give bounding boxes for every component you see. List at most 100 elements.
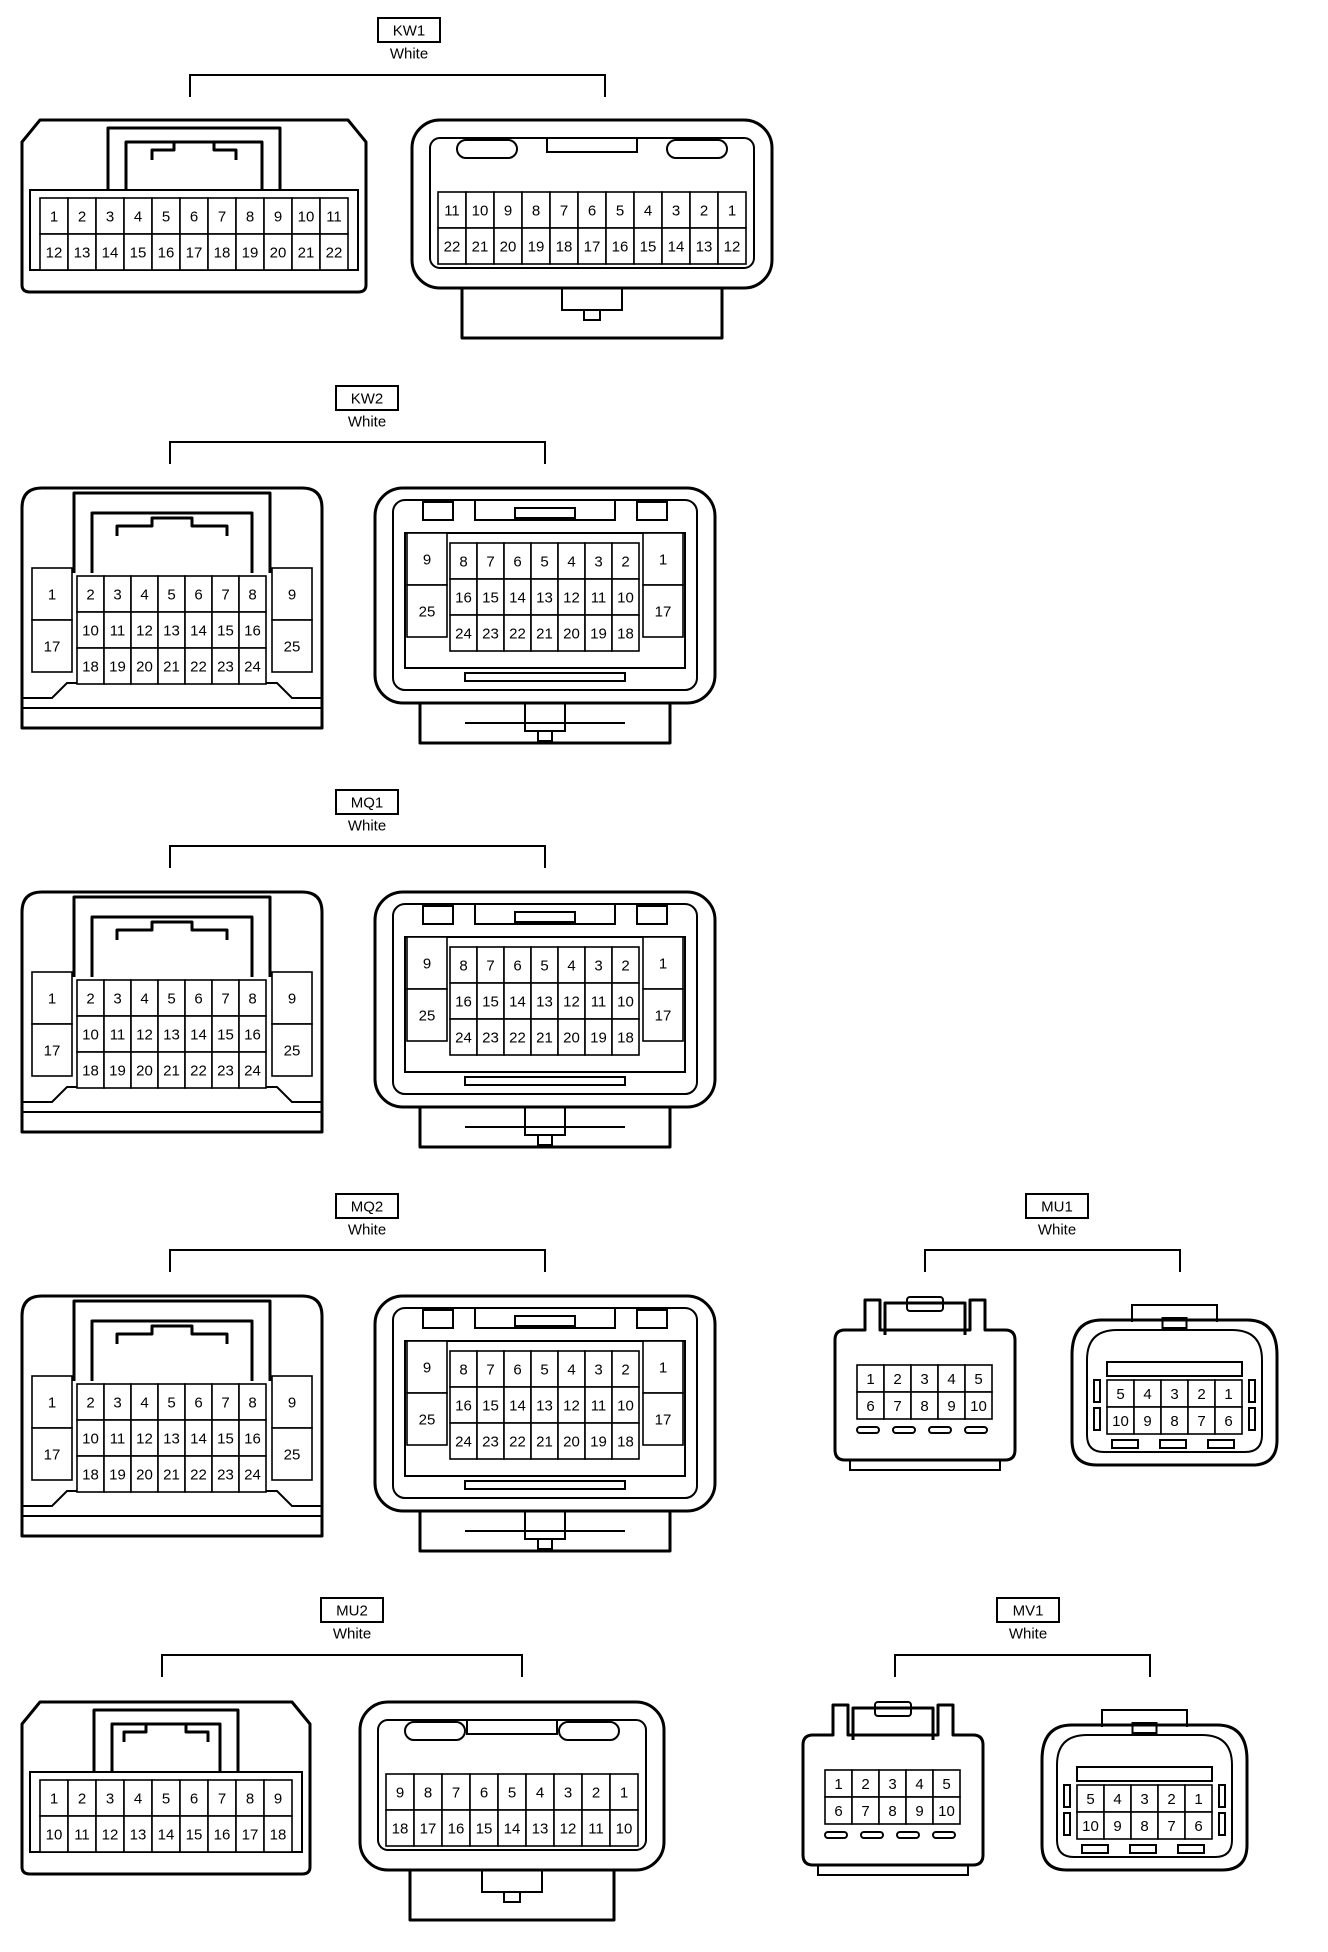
- pin-number: 13: [532, 1821, 549, 1838]
- pin-number: 8: [248, 587, 256, 604]
- pin-number: 3: [113, 1395, 121, 1412]
- pin-number: 9: [288, 991, 296, 1008]
- pin-number: 8: [1140, 1818, 1148, 1835]
- pin-number: 5: [167, 991, 175, 1008]
- connector-code: MQ1: [351, 795, 384, 812]
- pin-cell: [476, 1386, 505, 1424]
- pin-cell: [530, 578, 559, 616]
- pin-number: 15: [217, 1431, 234, 1448]
- pin-number: 15: [130, 245, 147, 262]
- pin-number: 18: [617, 1434, 634, 1451]
- pin-number: 24: [455, 1030, 472, 1047]
- pin-number: 6: [190, 1791, 198, 1808]
- pin-number: 17: [655, 604, 672, 621]
- pin-cell: [1130, 1811, 1159, 1840]
- pin-number: 19: [590, 1434, 607, 1451]
- connector-code-box: [320, 1597, 384, 1623]
- pin-number: 3: [106, 1791, 114, 1808]
- pin-cell: [207, 233, 237, 271]
- pin-number: 11: [444, 203, 460, 220]
- pin-number: 4: [947, 1371, 955, 1388]
- pin-cell: [851, 1769, 880, 1798]
- pin-number: 11: [74, 1827, 90, 1844]
- connector-code: MV1: [1013, 1603, 1044, 1620]
- pin-number: 21: [163, 1063, 180, 1080]
- pin-number: 9: [288, 1395, 296, 1412]
- bracket-line: [169, 845, 546, 868]
- pin-cell: [503, 946, 532, 984]
- pin-cell: [95, 1815, 125, 1853]
- pin-number: 17: [655, 1412, 672, 1429]
- pin-number: 6: [480, 1785, 488, 1802]
- pin-number: 16: [455, 590, 472, 607]
- pin-number: 13: [163, 1027, 180, 1044]
- pin-number: 4: [567, 1362, 575, 1379]
- connector-color: White: [348, 1222, 386, 1239]
- pin-number: 3: [564, 1785, 572, 1802]
- pin-cell: [1214, 1406, 1243, 1435]
- pin-cell: [103, 1051, 132, 1089]
- pin-number: 3: [920, 1371, 928, 1388]
- pin-cell: [76, 979, 105, 1017]
- pin-number: 17: [44, 1043, 61, 1060]
- pin-cell: [130, 575, 159, 613]
- pin-number: 14: [102, 245, 119, 262]
- pin-number: 4: [536, 1785, 544, 1802]
- pin-number: 2: [893, 1371, 901, 1388]
- pin-cell: [103, 1015, 132, 1053]
- pin-cell: [179, 233, 209, 271]
- pin-number: 2: [700, 203, 708, 220]
- pin-cell: [211, 1455, 240, 1493]
- pin-number: 1: [659, 956, 667, 973]
- pin-number: 11: [591, 1398, 607, 1415]
- pin-number: 10: [82, 1431, 99, 1448]
- pin-cell: [557, 578, 586, 616]
- pin-number: 19: [242, 245, 259, 262]
- pin-cell: [130, 1419, 159, 1457]
- pin-number: 10: [617, 994, 634, 1011]
- pin-cell: [584, 614, 613, 652]
- pin-cell: [689, 227, 719, 265]
- connector-color: White: [1038, 1222, 1076, 1239]
- pin-number: 6: [194, 1395, 202, 1412]
- pin-cell: [553, 1773, 583, 1811]
- pin-number: 10: [1112, 1413, 1129, 1430]
- pin-cell: [661, 227, 691, 265]
- pin-number: 6: [194, 991, 202, 1008]
- pin-number: 12: [136, 1431, 153, 1448]
- connector-color: White: [348, 414, 386, 431]
- pin-number: 20: [136, 1467, 153, 1484]
- pin-number: 2: [1197, 1386, 1205, 1403]
- pin-number: 20: [136, 659, 153, 676]
- pin-number: 14: [190, 623, 207, 640]
- pin-cell: [1106, 1406, 1135, 1435]
- pin-number: 10: [938, 1803, 955, 1820]
- pin-number: 14: [504, 1821, 521, 1838]
- pin-number: 10: [616, 1821, 633, 1838]
- pin-cell: [611, 1422, 640, 1460]
- pin-number: 13: [74, 245, 91, 262]
- pin-cell: [211, 647, 240, 685]
- pin-cell: [824, 1769, 853, 1798]
- pin-cell: [476, 1350, 505, 1388]
- pin-cell: [263, 233, 293, 271]
- pin-number: 7: [221, 587, 229, 604]
- pin-cell: [211, 979, 240, 1017]
- pin-number: 23: [217, 659, 234, 676]
- pin-cell: [611, 1386, 640, 1424]
- pin-cell: [493, 227, 523, 265]
- pin-number: 10: [46, 1827, 63, 1844]
- pin-cell: [271, 619, 313, 673]
- pin-number: 2: [78, 209, 86, 226]
- pin-number: 16: [612, 239, 629, 256]
- pin-number: 22: [190, 1063, 207, 1080]
- pin-cell: [271, 567, 313, 621]
- pin-number: 19: [109, 1063, 126, 1080]
- pin-number: 4: [915, 1776, 923, 1793]
